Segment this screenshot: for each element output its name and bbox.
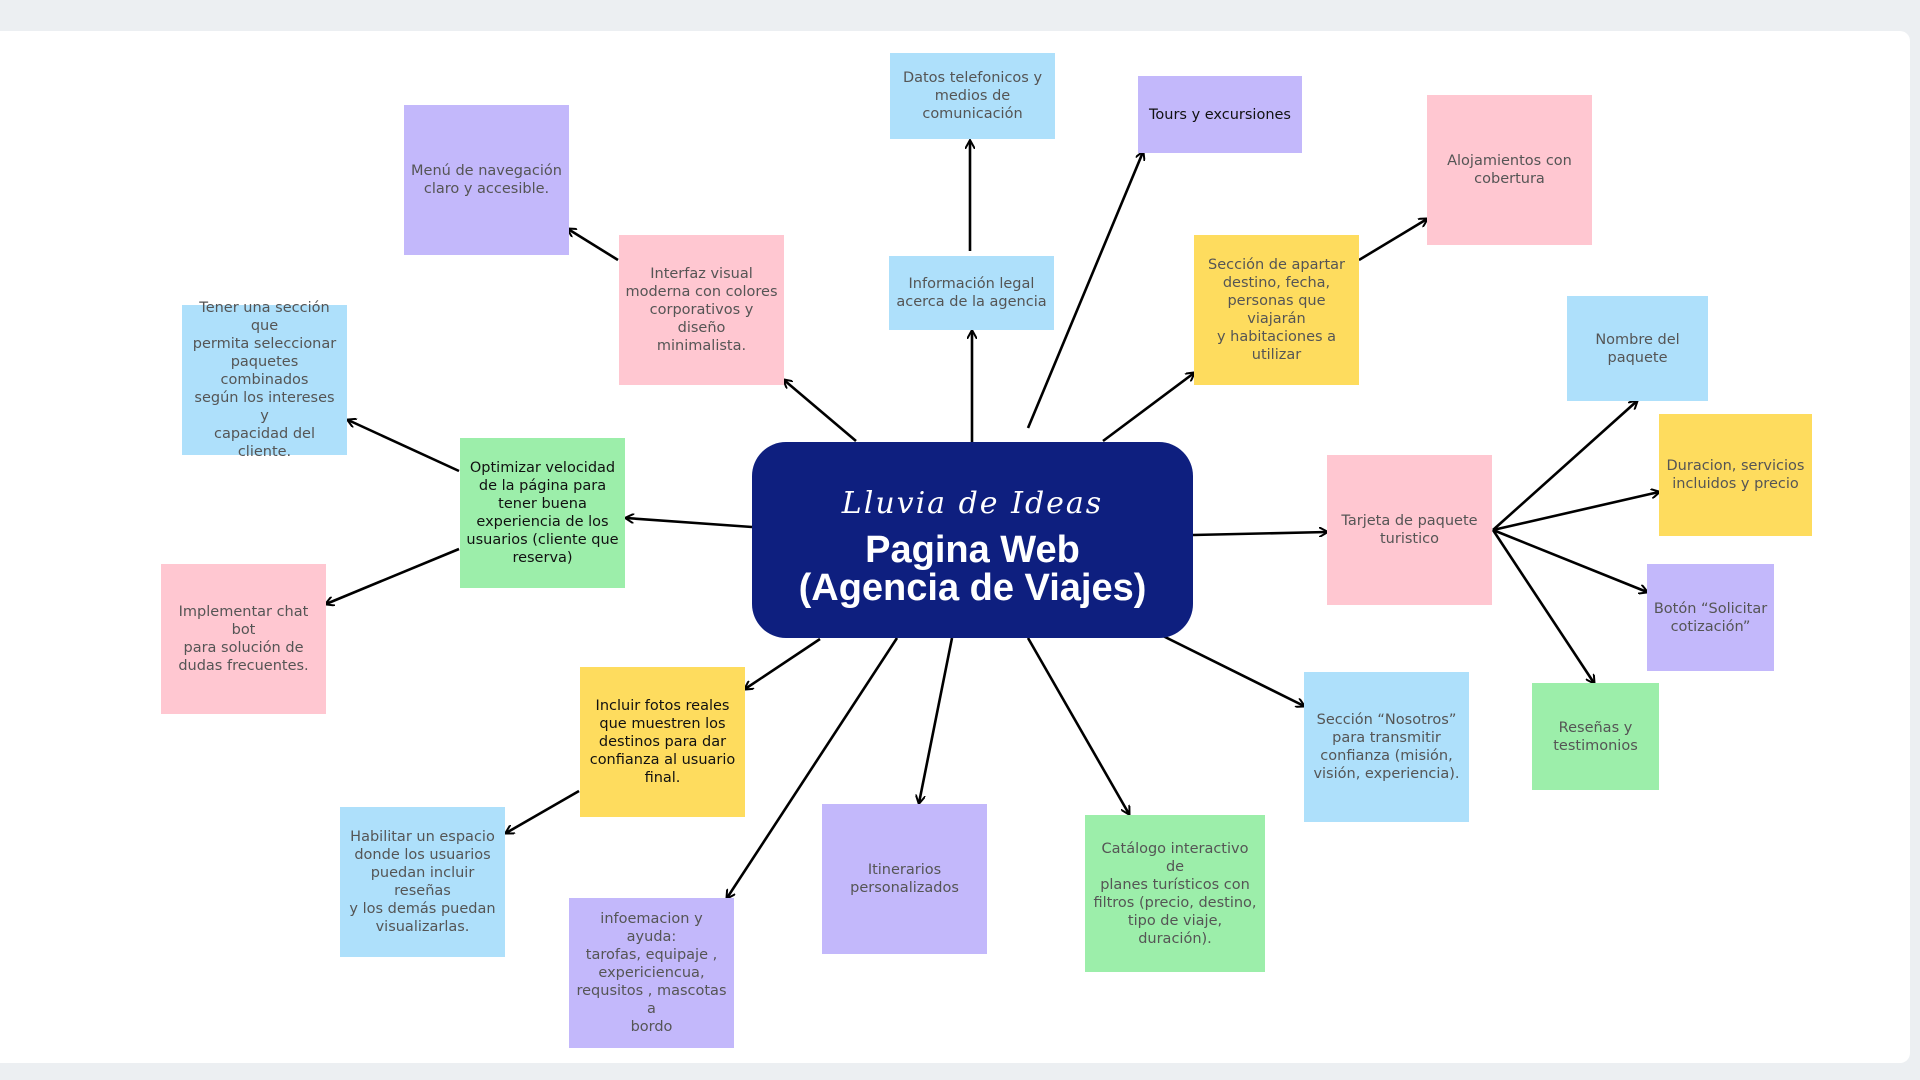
note-nombre-paquete: Nombre del paquete [1567,296,1708,401]
note-resenas-testimonios: Reseñas y testimonios [1532,683,1659,790]
note-seccion-nosotros: Sección “Nosotros” para transmitir confi… [1304,672,1469,822]
note-catalogo-interactivo: Catálogo interactivo de planes turístico… [1085,815,1265,972]
note-informacion-legal: Información legal acerca de la agencia [889,256,1054,330]
central-topic-node: Lluvia de Ideas Pagina Web (Agencia de V… [752,442,1193,638]
note-interfaz-visual: Interfaz visual moderna con colores corp… [619,235,784,385]
note-boton-cotizacion: Botón “Solicitar cotización” [1647,564,1774,671]
note-datos-telefonicos: Datos telefonicos y medios de comunicaci… [890,53,1055,139]
note-tarjeta-paquete: Tarjeta de paquete turistico [1327,455,1492,605]
note-optimizar-velocidad: Optimizar velocidad de la página para te… [460,438,625,588]
note-chat-bot: Implementar chat bot para solución de du… [161,564,326,714]
note-informacion-ayuda: infoemacion y ayuda: tarofas, equipaje ,… [569,898,734,1048]
central-title-line1: Pagina Web [865,528,1080,571]
note-menu-navegacion: Menú de navegación claro y accesible. [404,105,569,255]
note-duracion-servicios: Duracion, servicios incluidos y precio [1659,414,1812,536]
note-itinerarios: Itinerarios personalizados [822,804,987,954]
note-paquetes-combinados: Tener una sección que permita selecciona… [182,300,347,460]
note-alojamientos: Alojamientos con cobertura [1427,95,1592,245]
note-espacio-resenas: Habilitar un espacio donde los usuarios … [340,807,505,957]
note-seccion-apartar: Sección de apartar destino, fecha, perso… [1194,235,1359,385]
note-tours-excursiones: Tours y excursiones [1138,76,1302,153]
central-title-line2: (Agencia de Viajes) [798,566,1147,609]
note-fotos-reales: Incluir fotos reales que muestren los de… [580,667,745,817]
brainstorm-script-title: Lluvia de Ideas [841,485,1104,521]
